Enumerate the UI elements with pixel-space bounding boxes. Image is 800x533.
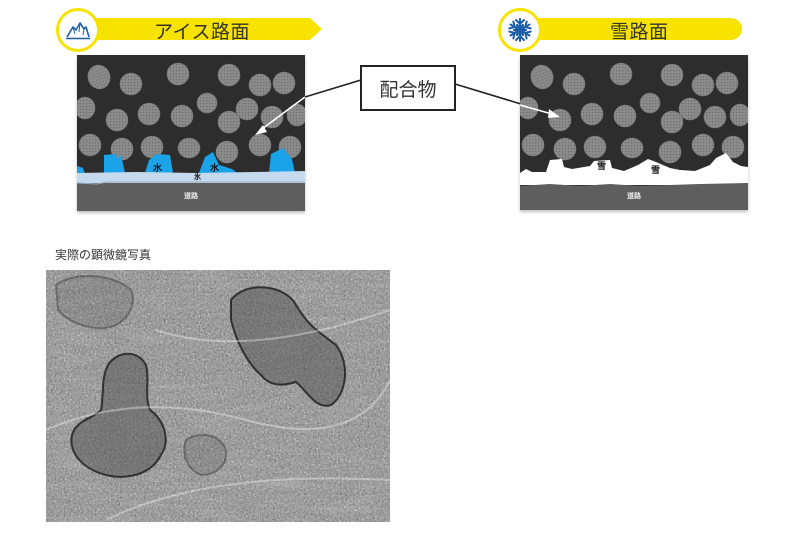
ice-road-diagram: 水 水 氷 道路 (77, 55, 305, 211)
compound-callout-box: 配合物 (360, 65, 456, 111)
water-pocket (269, 148, 295, 173)
ice-road-banner (76, 18, 322, 40)
road-label: 道路 (184, 192, 198, 200)
ice-layer (77, 171, 305, 183)
ice-road-title: アイス路面 (154, 21, 250, 43)
road-layer (520, 183, 748, 210)
water-label: 水 (153, 164, 163, 174)
road-layer (77, 183, 305, 211)
ice-label: 氷 (194, 173, 201, 181)
road-label: 道路 (627, 192, 641, 200)
iceberg-icon (56, 8, 100, 52)
snow-layer (520, 153, 748, 185)
snow-road-title: 雪路面 (610, 21, 669, 43)
water-pocket (77, 166, 85, 174)
water-pocket (145, 154, 173, 173)
snow-label: 雪 (651, 166, 661, 176)
snow-road-banner (518, 18, 742, 40)
banner-arrow (310, 18, 322, 40)
compound-label: 配合物 (379, 78, 437, 101)
microscope-photo (46, 270, 390, 522)
water-pocket (104, 154, 125, 173)
snow-road-diagram: 雪 雪 道路 (520, 55, 748, 210)
snow-road-header: 雪路面 (498, 8, 744, 52)
snowflake-icon (498, 8, 542, 52)
snow-label: 雪 (597, 162, 607, 172)
ice-road-header: アイス路面 (56, 8, 322, 52)
microscope-photo-label: 実際の顕微鏡写真 (55, 248, 152, 262)
water-pocket (199, 152, 237, 173)
water-label: 水 (210, 164, 220, 174)
